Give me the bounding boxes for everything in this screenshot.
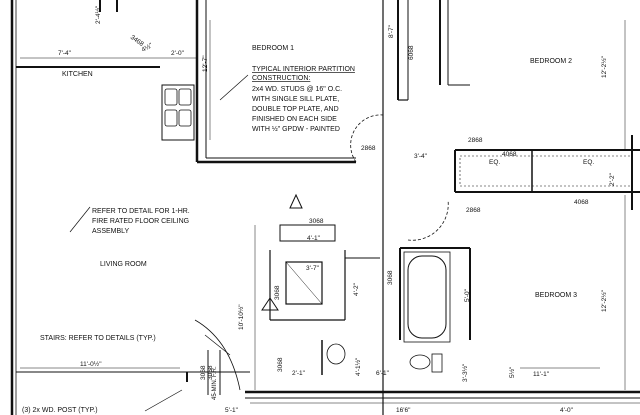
room-label-bedroom-2: BEDROOM 2 — [530, 58, 572, 65]
svg-text:WITH SINGLE SILL PLATE,: WITH SINGLE SILL PLATE, — [252, 96, 339, 103]
svg-text:2x4 WD. STUDS @ 16" O.C.: 2x4 WD. STUDS @ 16" O.C. — [252, 86, 342, 93]
svg-text:3068: 3068 — [200, 365, 207, 380]
svg-text:6'-1": 6'-1" — [376, 370, 390, 377]
svg-text:2'-0": 2'-0" — [171, 50, 185, 57]
svg-text:3068: 3068 — [387, 270, 394, 285]
svg-text:6068: 6068 — [408, 45, 415, 60]
svg-text:ASSEMBLY: ASSEMBLY — [92, 228, 130, 235]
svg-text:8'-7": 8'-7" — [388, 24, 395, 38]
svg-text:2'-2": 2'-2" — [609, 172, 616, 186]
svg-text:CONSTRUCTION:: CONSTRUCTION: — [252, 75, 310, 82]
svg-text:12'-2½": 12'-2½" — [600, 289, 608, 312]
sink-icon — [164, 88, 178, 106]
svg-text:2868: 2868 — [361, 145, 376, 152]
svg-text:WITH ½" GPDW - PAINTED: WITH ½" GPDW - PAINTED — [252, 125, 340, 133]
toilet-icon — [409, 354, 431, 370]
svg-text:4068: 4068 — [502, 151, 517, 158]
svg-text:12'-2½": 12'-2½" — [600, 55, 608, 78]
svg-text:FINISHED ON EACH SIDE: FINISHED ON EACH SIDE — [252, 116, 337, 123]
svg-text:5½": 5½" — [508, 366, 516, 378]
svg-text:FIRE RATED FLOOR CEILING: FIRE RATED FLOOR CEILING — [92, 218, 189, 225]
svg-text:11'-1": 11'-1" — [533, 371, 550, 378]
svg-text:3'-7": 3'-7" — [306, 265, 320, 272]
partition-note: TYPICAL INTERIOR PARTITION CONSTRUCTION:… — [252, 66, 355, 133]
fire-rating-note: REFER TO DETAIL FOR 1-HR. FIRE RATED FLO… — [92, 208, 190, 235]
svg-text:3'-3½": 3'-3½" — [461, 363, 469, 382]
svg-text:3068: 3068 — [274, 285, 281, 300]
svg-text:TYPICAL INTERIOR PARTITION: TYPICAL INTERIOR PARTITION — [252, 66, 355, 73]
svg-text:3068: 3068 — [207, 365, 214, 380]
svg-text:12'-7": 12'-7" — [202, 55, 209, 72]
room-label-bedroom-1: BEDROOM 1 — [252, 45, 294, 52]
svg-text:2'-4½": 2'-4½" — [94, 5, 102, 24]
kitchen-counter — [161, 84, 195, 141]
post-note: (3) 2x WD. POST (TYP.) — [22, 407, 98, 414]
svg-text:3068: 3068 — [309, 218, 324, 225]
svg-text:4'-1": 4'-1" — [307, 235, 321, 242]
svg-text:3'-4": 3'-4" — [414, 153, 428, 160]
svg-text:4'-1½": 4'-1½" — [354, 357, 362, 376]
svg-text:EQ.: EQ. — [583, 159, 594, 166]
svg-text:3068: 3068 — [277, 357, 284, 372]
svg-text:EQ.: EQ. — [489, 159, 500, 166]
svg-text:DOUBLE TOP PLATE, AND: DOUBLE TOP PLATE, AND — [252, 106, 339, 113]
svg-text:2'-1": 2'-1" — [292, 370, 306, 377]
svg-text:2868: 2868 — [468, 137, 483, 144]
svg-text:16'6": 16'6" — [396, 407, 411, 414]
room-label-bedroom-3: BEDROOM 3 — [535, 292, 577, 299]
svg-text:7'-4": 7'-4" — [58, 50, 72, 57]
fire-rating-label: 45-MIN. F.R. — [212, 366, 218, 400]
lavatory-icon — [326, 343, 346, 365]
svg-text:10'-10½": 10'-10½" — [237, 304, 245, 330]
stairs-note: STAIRS: REFER TO DETAILS (TYP.) — [40, 335, 156, 342]
svg-text:2868: 2868 — [466, 207, 481, 214]
svg-text:5'-0": 5'-0" — [464, 288, 471, 302]
door-swing — [350, 114, 384, 163]
svg-text:4'-0": 4'-0" — [560, 407, 574, 414]
svg-text:5'-1": 5'-1" — [225, 407, 239, 414]
room-label-kitchen: KITCHEN — [62, 71, 93, 78]
room-label-living-room: LIVING ROOM — [100, 261, 147, 268]
svg-text:4068: 4068 — [574, 199, 589, 206]
svg-text:11'-0½": 11'-0½" — [80, 360, 102, 368]
svg-text:4'-2": 4'-2" — [353, 282, 360, 296]
svg-text:REFER TO DETAIL FOR 1-HR.: REFER TO DETAIL FOR 1-HR. — [92, 208, 190, 215]
bathtub-icon — [407, 255, 447, 339]
